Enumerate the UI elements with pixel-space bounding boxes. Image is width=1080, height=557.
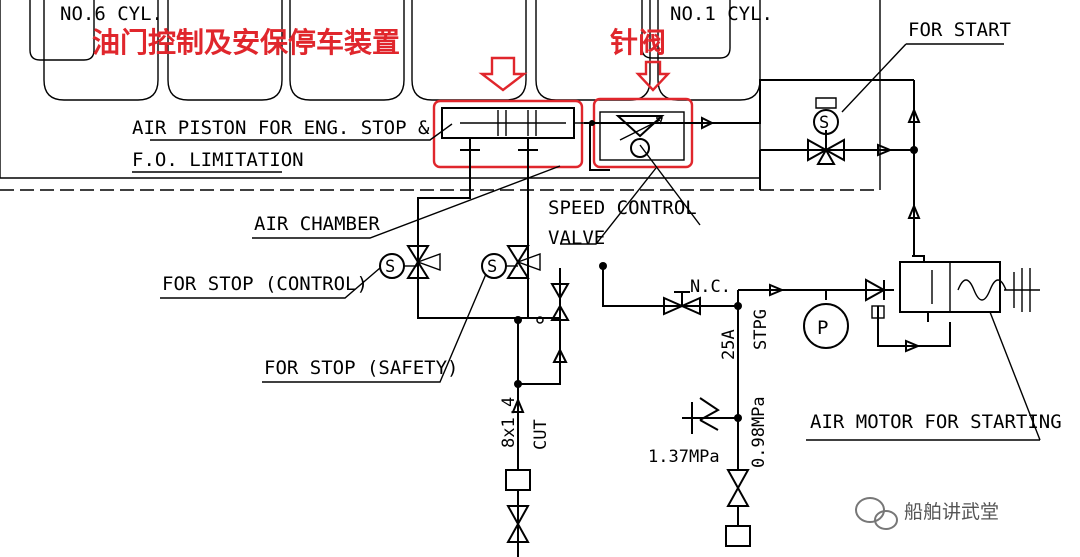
- needle-valve-icon: [599, 111, 685, 161]
- label-pressure-137: 1.37MPa: [648, 447, 720, 467]
- label-pressure-098: 0.98MPa: [749, 396, 769, 468]
- highlight-air-piston: [432, 99, 584, 169]
- label-air-piston-2: F.O. LIMITATION: [132, 149, 304, 171]
- arrow-down-icon: [478, 56, 528, 92]
- solenoid-label: S: [385, 257, 395, 277]
- label-air-piston-1: AIR PISTON FOR ENG. STOP &: [132, 117, 430, 139]
- arrow-down-icon: [635, 60, 671, 92]
- gauge-label: P: [817, 317, 828, 339]
- label-for-start: FOR START: [908, 19, 1011, 41]
- label-for-stop-control: FOR STOP (CONTROL): [162, 273, 368, 295]
- pressure-gauge-icon: P: [803, 290, 849, 349]
- air-piston: [441, 107, 590, 151]
- check-valve-icon: [518, 268, 570, 385]
- label-air-motor: AIR MOTOR FOR STARTING: [810, 411, 1062, 433]
- label-cut: CUT: [531, 419, 551, 450]
- solenoid-label: S: [819, 113, 829, 133]
- leader-for-start: [841, 43, 1004, 113]
- watermark-text: 船舶讲武堂: [904, 501, 999, 523]
- annotation-needle-valve: 针阀: [610, 26, 666, 59]
- label-for-stop-safety: FOR STOP (SAFETY): [264, 357, 458, 379]
- pipe-top: [584, 79, 914, 124]
- label-nc: N.C.: [690, 277, 731, 297]
- safety-valve-icon: [682, 397, 738, 434]
- solenoid-valve-icon: S: [807, 97, 845, 165]
- label-speed-control-1: SPEED CONTROL: [548, 197, 697, 219]
- solenoid-label: S: [487, 257, 497, 277]
- solenoid-valve-icon: S: [481, 245, 541, 279]
- wechat-icon: [855, 497, 898, 530]
- leader-stop-safety: [262, 273, 487, 383]
- leader-stop-control: [160, 267, 381, 299]
- label-25a: 25A: [719, 329, 739, 360]
- label-speed-control-2: VALVE: [548, 227, 605, 249]
- highlight-speed-valve: [592, 97, 694, 169]
- label-stpg: STPG: [751, 309, 771, 350]
- label-pipe-8x14: 8x1.4: [499, 397, 519, 448]
- leader-air-motor: [989, 311, 1041, 441]
- cylinder-label-left: NO.6 CYL.: [60, 3, 163, 25]
- leader-air-piston: [150, 123, 453, 141]
- solenoid-valve-icon: S: [379, 245, 441, 279]
- leader-air-chamber: [252, 165, 561, 239]
- valve-nc: [663, 291, 701, 316]
- cylinder-label-right: NO.1 CYL.: [670, 3, 773, 25]
- annotation-fuel-stop-device: 油门控制及安保停车装置: [92, 26, 400, 59]
- label-air-chamber: AIR CHAMBER: [254, 213, 380, 235]
- air-motor: [871, 255, 1040, 353]
